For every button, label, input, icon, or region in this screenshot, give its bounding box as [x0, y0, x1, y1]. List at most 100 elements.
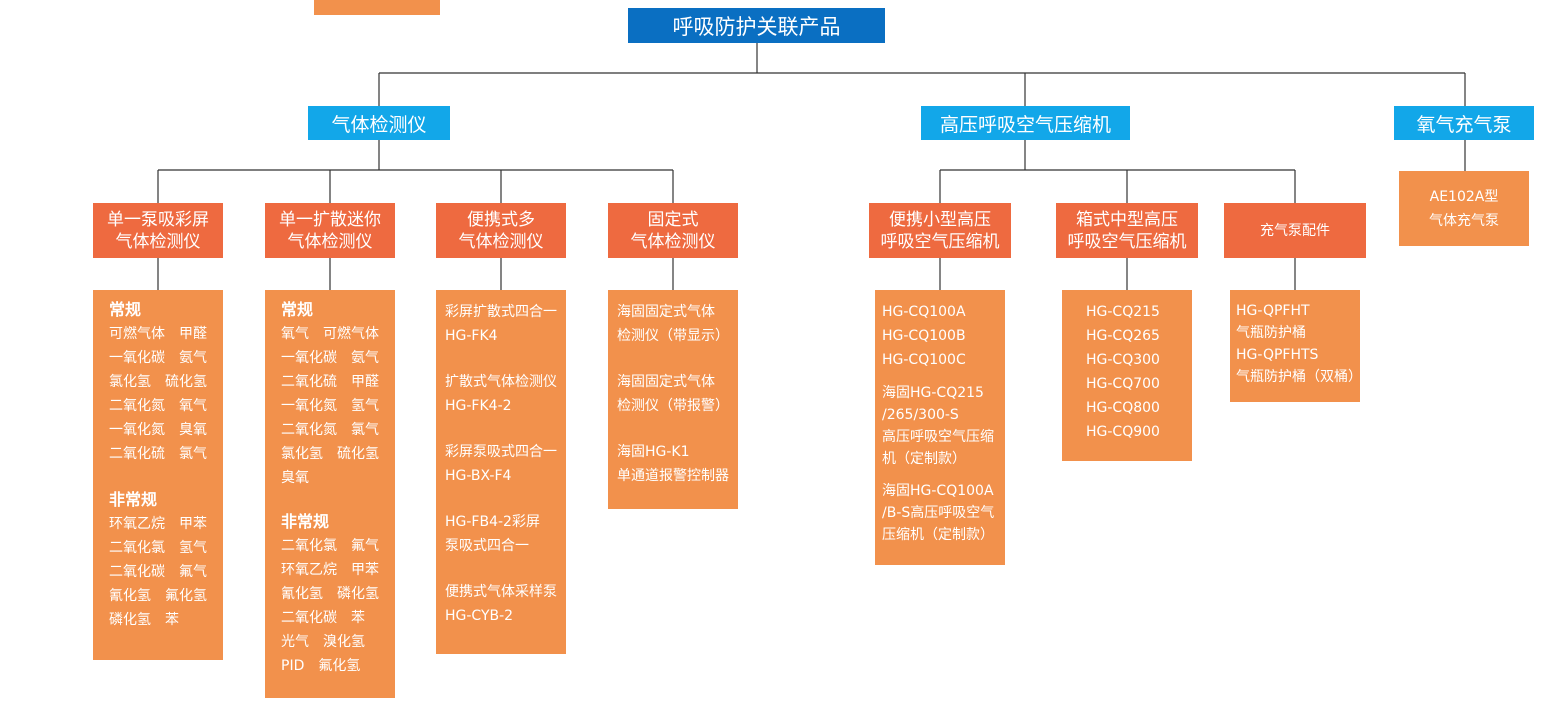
- detail-diffusion-mini-irregular-5: 光气 溴化氢: [281, 634, 365, 650]
- detail-portable-multi-g1-l1: 彩屏扩散式四合一: [445, 304, 557, 320]
- sub-diffusion-mini-line-1: 单一扩散迷你: [279, 209, 381, 230]
- sub-portable-multi-line-1: 便携式多: [467, 209, 535, 230]
- detail-pump-color-regular-title: 常规: [109, 300, 142, 319]
- detail-diffusion-mini-irregular-2: 环氧乙烷 甲苯: [281, 562, 379, 578]
- detail-portable-small-g1-l1: HG-CQ100A: [882, 304, 966, 320]
- category-compressor: 高压呼吸空气压缩机: [921, 106, 1130, 140]
- detail-pump-parts-l1: HG-QPFHT: [1236, 303, 1310, 319]
- detail-portable-multi-g1-l2: HG-FK4: [445, 328, 498, 344]
- detail-diffusion-mini-irregular-4: 二氧化碳 苯: [281, 610, 365, 626]
- detail-pump-color-irregular-3: 二氧化碳 氟气: [109, 564, 207, 580]
- root-title: 呼吸防护关联产品: [672, 14, 841, 39]
- detail-portable-multi-g3-l2: HG-BX-F4: [445, 468, 512, 484]
- sub-pump-color-line-2: 气体检测仪: [115, 231, 201, 252]
- sub-diffusion-mini-detector: 单一扩散迷你 气体检测仪: [265, 203, 395, 258]
- detail-portable-small-g1-l3: HG-CQ100C: [882, 352, 966, 368]
- sub-portable-small-line-2: 呼吸空气压缩机: [880, 231, 1000, 252]
- category-oxygen-pump: 氧气充气泵: [1394, 106, 1534, 140]
- sub-pump-color-line-1: 单一泵吸彩屏: [107, 209, 209, 230]
- detail-pump-color-irregular-4: 氰化氢 氟化氢: [109, 588, 207, 604]
- cropped-top-box: [314, 0, 440, 15]
- category-compressor-label: 高压呼吸空气压缩机: [939, 113, 1111, 136]
- detail-diffusion-mini-irregular-3: 氰化氢 磷化氢: [281, 586, 379, 602]
- detail-diffusion-mini-regular-6: 氯化氢 硫化氢: [281, 446, 379, 462]
- sub-pump-parts-line-1: 充气泵配件: [1260, 222, 1330, 239]
- detail-pump-color-irregular-5: 磷化氢 苯: [109, 612, 179, 628]
- detail-portable-small-g3-l2: /B-S高压呼吸空气: [882, 505, 995, 521]
- detail-portable-small-g2-l2: /265/300-S: [882, 407, 959, 423]
- detail-pump-parts-l2: 气瓶防护桶: [1236, 325, 1306, 341]
- detail-diffusion-mini: 常规 氧气 可燃气体 一氧化碳 氨气 二氧化硫 甲醛 一氧化氮 氢气 二氧化氮 …: [265, 290, 395, 698]
- category-gas-detector-label: 气体检测仪: [331, 113, 427, 136]
- sub-diffusion-mini-line-2: 气体检测仪: [287, 231, 373, 252]
- detail-portable-multi-g5-l2: HG-CYB-2: [445, 608, 514, 624]
- detail-pump-parts: HG-QPFHT 气瓶防护桶 HG-QPFHTS 气瓶防护桶（双桶）: [1230, 290, 1362, 402]
- sub-ae102a-pump: AE102A型 气体充气泵: [1399, 171, 1529, 246]
- sub-portable-multi-detector: 便携式多 气体检测仪: [436, 203, 566, 258]
- detail-diffusion-mini-regular-4: 一氧化氮 氢气: [281, 398, 379, 414]
- sub-portable-multi-line-2: 气体检测仪: [458, 231, 544, 252]
- detail-box-medium-l6: HG-CQ900: [1086, 424, 1160, 440]
- sub-box-medium-line-2: 呼吸空气压缩机: [1067, 231, 1187, 252]
- detail-pump-color-regular-5: 一氧化氮 臭氧: [109, 422, 207, 438]
- detail-fixed-g3-l1: 海固HG-K1: [617, 444, 690, 460]
- detail-portable-small-g2-l1: 海固HG-CQ215: [882, 385, 984, 401]
- detail-diffusion-mini-regular-2: 一氧化碳 氨气: [281, 350, 379, 366]
- detail-portable-small-g2-l3: 高压呼吸空气压缩: [882, 429, 994, 445]
- detail-pump-color-irregular-2: 二氧化氯 氢气: [109, 540, 207, 556]
- detail-pump-color-irregular-title: 非常规: [109, 490, 158, 509]
- detail-box-medium-l1: HG-CQ215: [1086, 304, 1160, 320]
- detail-portable-small: HG-CQ100A HG-CQ100B HG-CQ100C 海固HG-CQ215…: [875, 290, 1005, 565]
- sub-ae102a-line-2: 气体充气泵: [1429, 212, 1499, 229]
- detail-fixed-g1-l1: 海固固定式气体: [617, 304, 715, 320]
- detail-diffusion-mini-regular-7: 臭氧: [281, 470, 309, 486]
- detail-portable-small-g1-l2: HG-CQ100B: [882, 328, 966, 344]
- detail-fixed-g2-l2: 检测仪（带报警）: [617, 398, 729, 414]
- detail-diffusion-mini-regular-title: 常规: [281, 300, 314, 319]
- root-node: 呼吸防护关联产品: [628, 8, 885, 43]
- detail-portable-small-g2-l4: 机（定制款）: [882, 451, 966, 467]
- sub-pump-color-detector: 单一泵吸彩屏 气体检测仪: [93, 203, 223, 258]
- detail-portable-small-g3-l3: 压缩机（定制款）: [882, 527, 994, 543]
- detail-box-medium-l3: HG-CQ300: [1086, 352, 1160, 368]
- sub-fixed-line-1: 固定式: [647, 209, 699, 230]
- detail-box-medium-l4: HG-CQ700: [1086, 376, 1160, 392]
- detail-portable-multi-g5-l1: 便携式气体采样泵: [445, 584, 557, 600]
- category-oxygen-pump-label: 氧气充气泵: [1416, 113, 1512, 136]
- detail-portable-multi-g2-l2: HG-FK4-2: [445, 398, 512, 414]
- detail-pump-color-regular-2: 一氧化碳 氨气: [109, 350, 207, 366]
- detail-fixed-g2-l1: 海固固定式气体: [617, 374, 715, 390]
- detail-diffusion-mini-irregular-6: PID 氟化氢: [281, 658, 361, 674]
- detail-box-medium-l2: HG-CQ265: [1086, 328, 1160, 344]
- detail-portable-multi-g4-l2: 泵吸式四合一: [445, 538, 529, 554]
- sub-portable-small-line-1: 便携小型高压: [889, 209, 991, 230]
- sub-pump-parts: 充气泵配件: [1224, 203, 1366, 258]
- detail-pump-color-regular-4: 二氧化氮 氧气: [109, 398, 207, 414]
- detail-diffusion-mini-regular-1: 氧气 可燃气体: [281, 326, 379, 342]
- detail-pump-color-regular-3: 氯化氢 硫化氢: [109, 374, 207, 390]
- detail-portable-multi-g3-l1: 彩屏泵吸式四合一: [445, 444, 557, 460]
- detail-diffusion-mini-irregular-1: 二氧化氯 氟气: [281, 538, 379, 554]
- sub-portable-small-compressor: 便携小型高压 呼吸空气压缩机: [869, 203, 1011, 258]
- detail-portable-multi: 彩屏扩散式四合一 HG-FK4 扩散式气体检测仪 HG-FK4-2 彩屏泵吸式四…: [436, 290, 566, 654]
- detail-diffusion-mini-regular-3: 二氧化硫 甲醛: [281, 374, 379, 390]
- detail-portable-multi-g4-l1: HG-FB4-2彩屏: [445, 514, 540, 530]
- detail-portable-small-g3-l1: 海固HG-CQ100A: [882, 483, 994, 499]
- detail-pump-parts-l4: 气瓶防护桶（双桶）: [1236, 369, 1362, 385]
- detail-fixed: 海固固定式气体 检测仪（带显示） 海固固定式气体 检测仪（带报警） 海固HG-K…: [608, 290, 738, 509]
- detail-fixed-g3-l2: 单通道报警控制器: [617, 468, 729, 484]
- sub-box-medium-compressor: 箱式中型高压 呼吸空气压缩机: [1056, 203, 1198, 258]
- detail-portable-multi-g2-l1: 扩散式气体检测仪: [445, 374, 557, 390]
- detail-box-medium: HG-CQ215 HG-CQ265 HG-CQ300 HG-CQ700 HG-C…: [1062, 290, 1192, 461]
- category-gas-detector: 气体检测仪: [308, 106, 450, 140]
- detail-pump-color-irregular-1: 环氧乙烷 甲苯: [109, 516, 207, 532]
- detail-pump-color: 常规 可燃气体 甲醛 一氧化碳 氨气 氯化氢 硫化氢 二氧化氮 氧气 一氧化氮 …: [93, 290, 223, 660]
- detail-pump-color-regular-1: 可燃气体 甲醛: [109, 326, 207, 342]
- sub-box-medium-line-1: 箱式中型高压: [1076, 209, 1178, 230]
- detail-pump-color-regular-6: 二氧化硫 氯气: [109, 446, 207, 462]
- sub-fixed-line-2: 气体检测仪: [630, 231, 716, 252]
- detail-pump-parts-l3: HG-QPFHTS: [1236, 347, 1319, 363]
- sub-fixed-detector: 固定式 气体检测仪: [608, 203, 738, 258]
- detail-box-medium-l5: HG-CQ800: [1086, 400, 1160, 416]
